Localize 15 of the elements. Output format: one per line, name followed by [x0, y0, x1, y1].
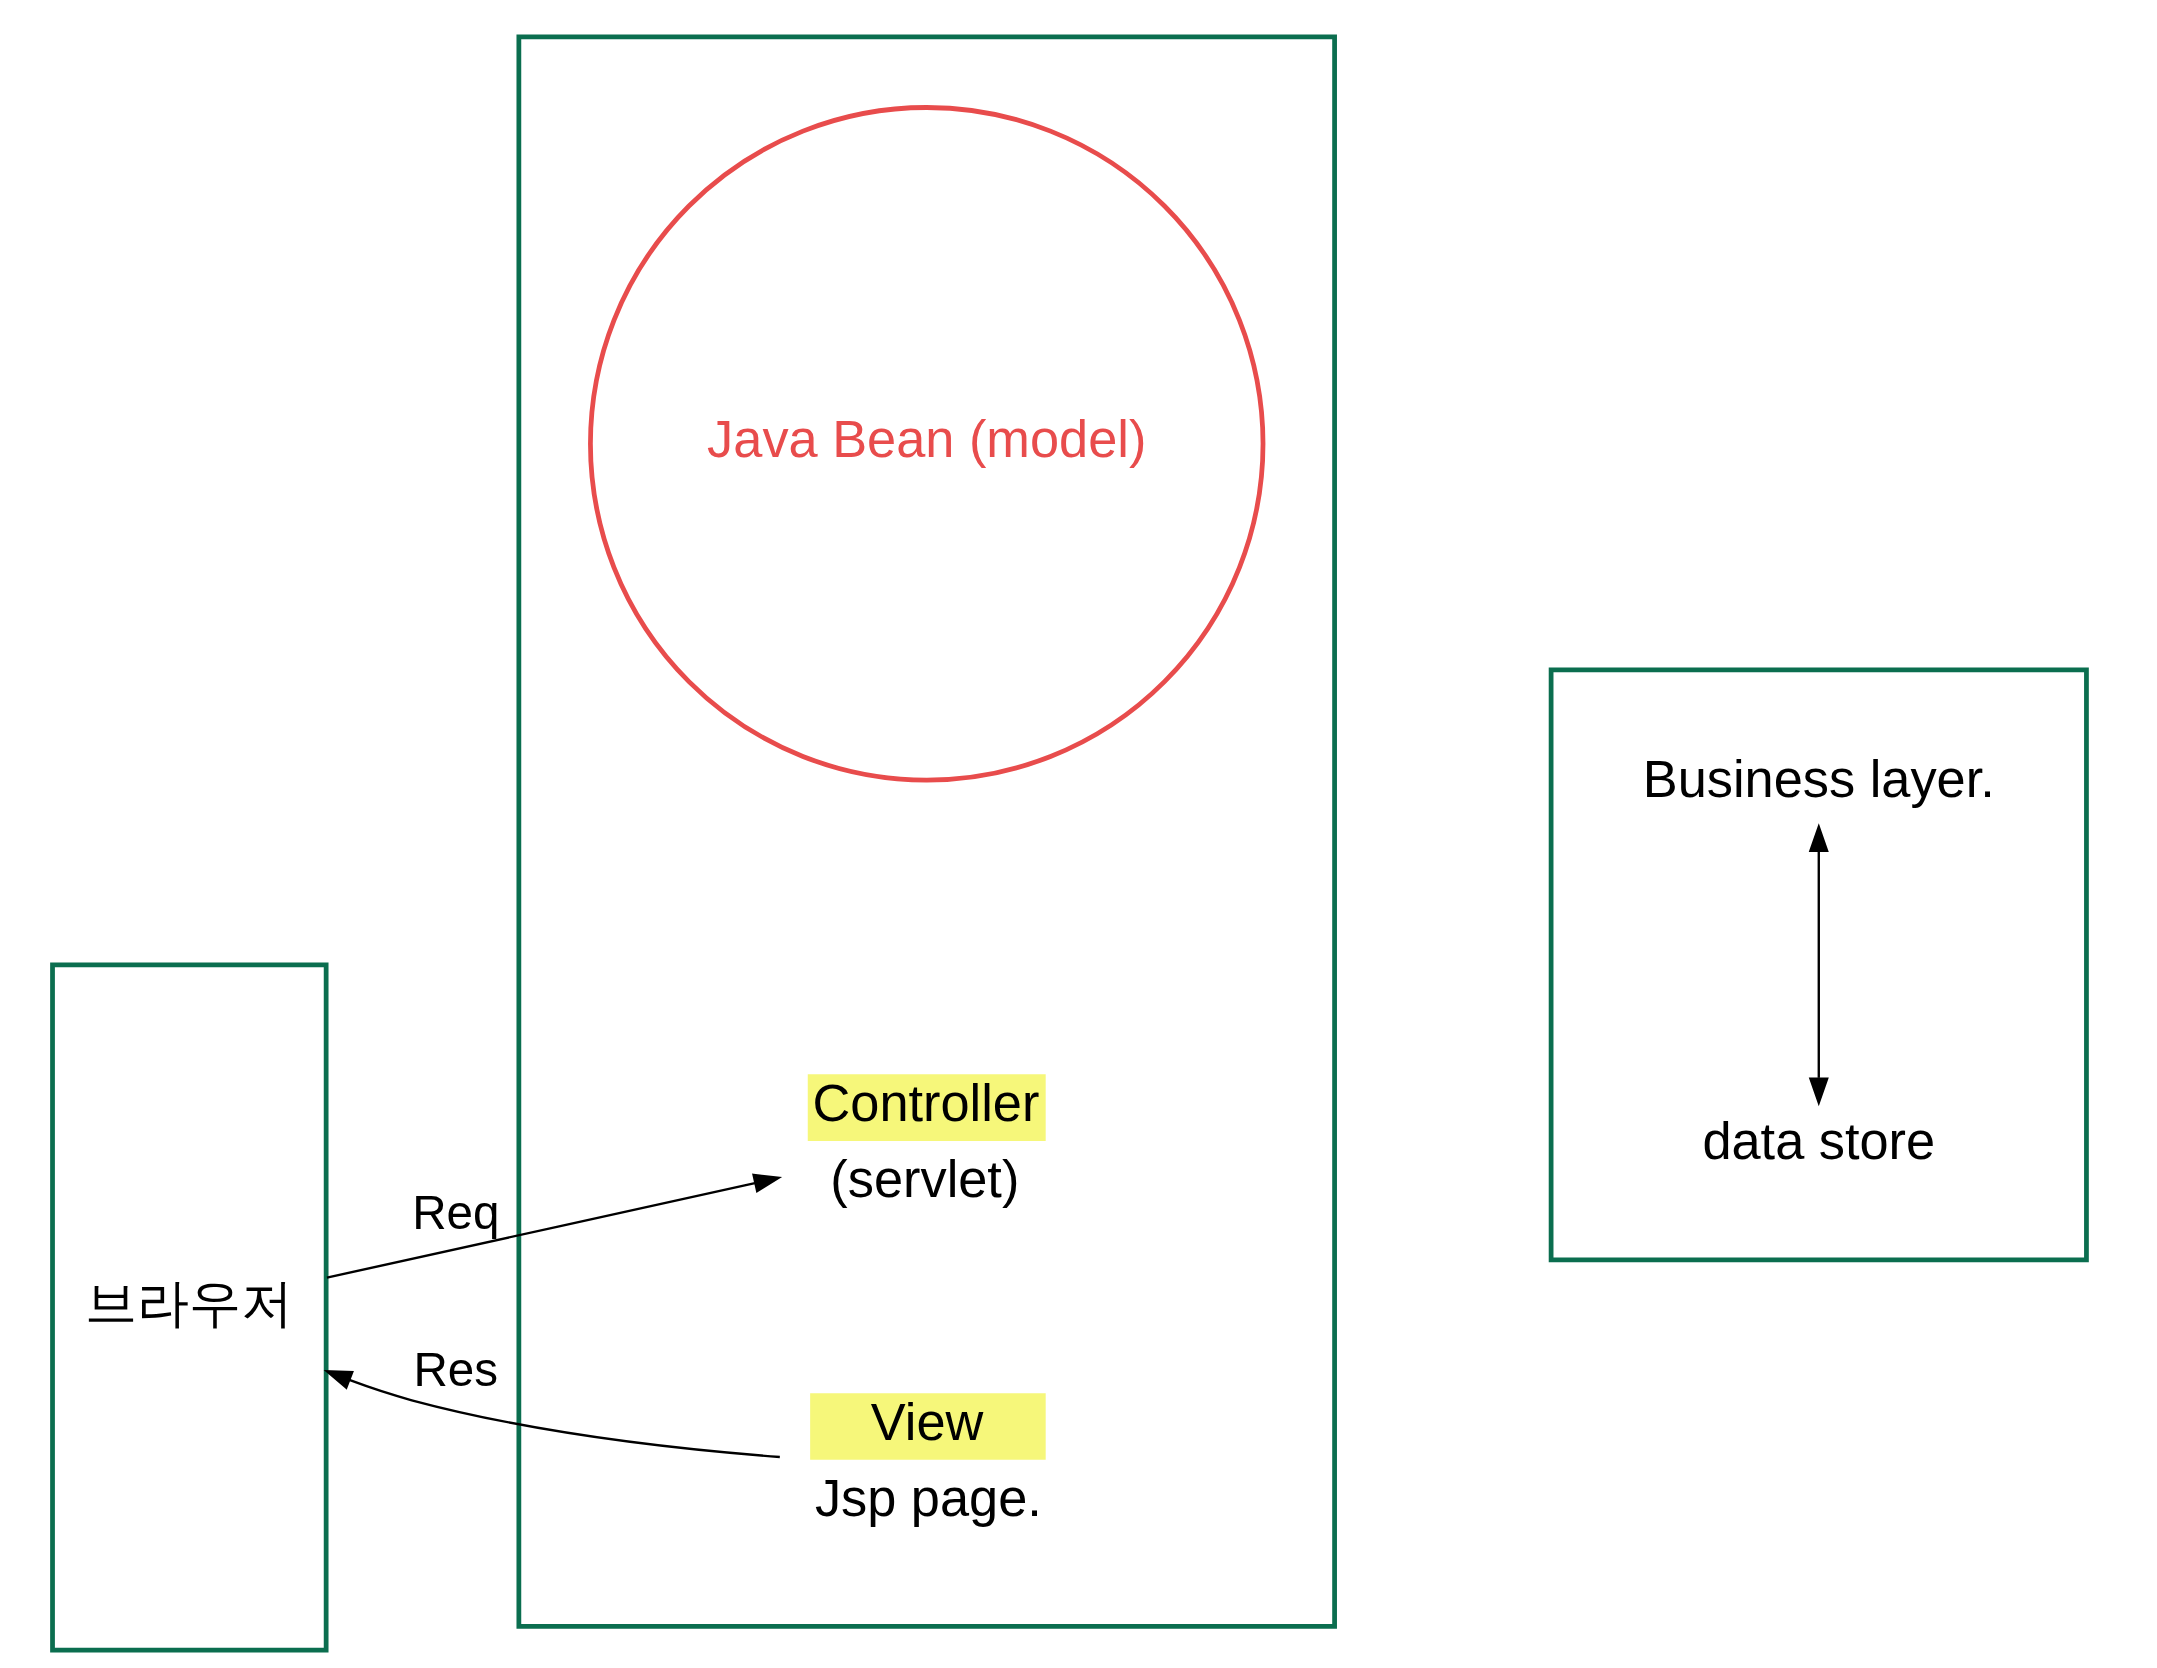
arrow: [1808, 823, 1829, 1107]
edge-label: Res: [413, 1343, 498, 1396]
arrow: [323, 1370, 780, 1459]
node-text: Business layer.: [1642, 750, 1995, 809]
cluster: [516, 34, 1337, 1629]
node-box: 브라우저: [49, 962, 328, 1653]
node-label: (servlet): [829, 1150, 1019, 1209]
arrow: [326, 1173, 782, 1279]
edge-label: Req: [411, 1185, 499, 1239]
node-box: Controller: [807, 1074, 1046, 1141]
node-circle: Java Bean (model): [587, 105, 1265, 783]
node-box: View: [809, 1393, 1046, 1460]
cluster: [1548, 667, 2089, 1263]
node-text: data store: [1701, 1112, 1935, 1171]
node-label: Jsp page.: [814, 1468, 1042, 1527]
